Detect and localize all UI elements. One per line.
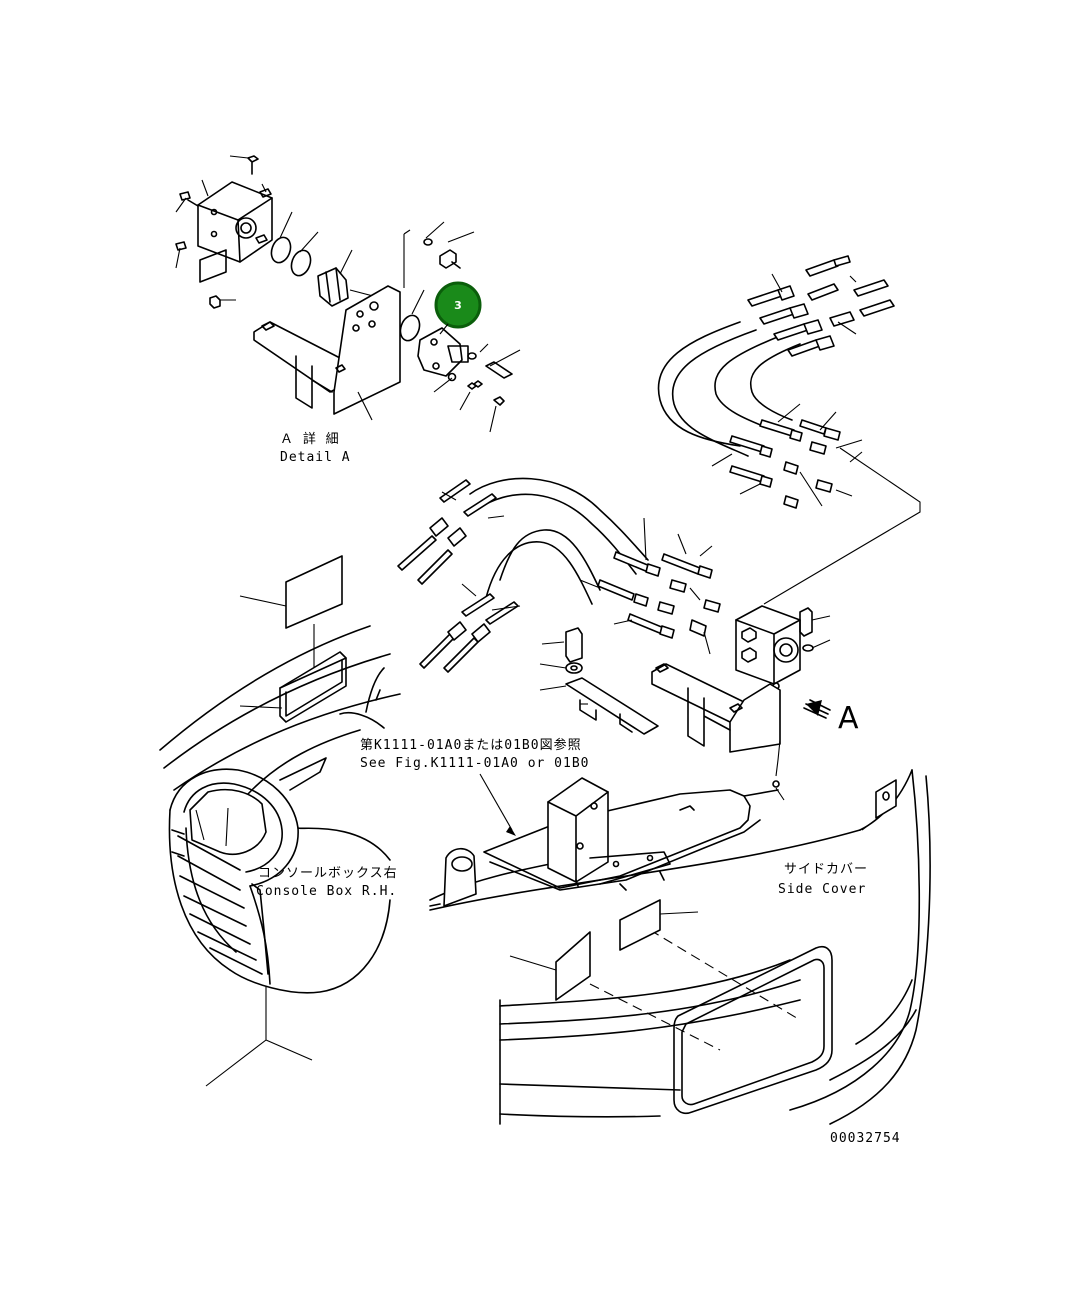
detail-a-assembly	[175, 155, 521, 433]
caution-plates-left	[239, 555, 347, 723]
callout-3[interactable]: 3	[434, 281, 482, 335]
side-cover-label-jp: サイドカバー	[784, 862, 868, 877]
reference-label-jp: 第K1111-01A0または01B0図参照	[360, 737, 582, 753]
reference-label-en: See Fig.K1111-01A0 or 01B0	[360, 756, 590, 771]
console-box-rh	[159, 625, 401, 1087]
view-marker-a: A	[838, 701, 859, 736]
mount-hardware	[539, 627, 659, 735]
console-label-jp: コンソールボックス右	[258, 866, 398, 881]
detail-label-en: Detail A	[280, 450, 351, 465]
drawing-number: 00032754	[830, 1131, 901, 1146]
hose-assembly-center	[397, 477, 721, 673]
hose-assembly-upper-right	[657, 255, 921, 605]
floor-plate	[429, 777, 779, 907]
side-cover-label-en: Side Cover	[778, 882, 866, 897]
console-label-en: Console Box R.H.	[256, 884, 397, 899]
valve-assembly	[651, 605, 831, 801]
callout-circle[interactable]	[434, 281, 482, 329]
detail-label-jp: Ａ 詳 細	[280, 431, 340, 447]
side-cover	[429, 769, 931, 1125]
callout-number: 3	[454, 299, 462, 312]
